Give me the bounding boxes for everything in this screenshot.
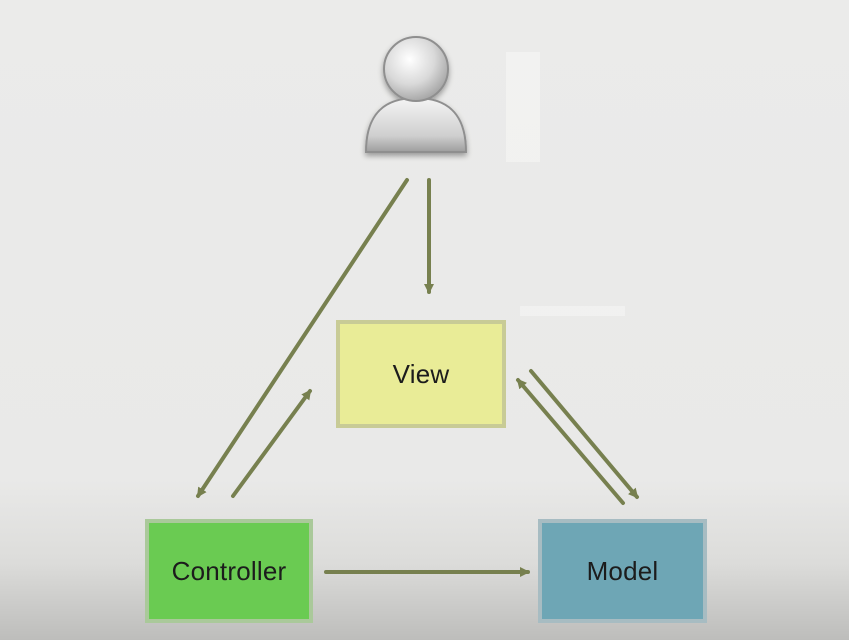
model-box: Model: [538, 519, 707, 623]
view-label: View: [392, 358, 450, 389]
view-box: View: [336, 320, 506, 428]
controller-label: Controller: [171, 555, 287, 586]
controller-box: Controller: [145, 519, 313, 623]
arrow-controller-to-view: [231, 389, 312, 498]
arrow-view-to-model: [529, 369, 639, 499]
faint-artifact: [506, 52, 540, 162]
arrow-user-to-controller: [196, 178, 409, 498]
arrow-model-to-view: [516, 378, 625, 505]
user-icon: [364, 36, 468, 153]
faint-artifact: [520, 306, 625, 316]
model-label: Model: [586, 555, 659, 586]
